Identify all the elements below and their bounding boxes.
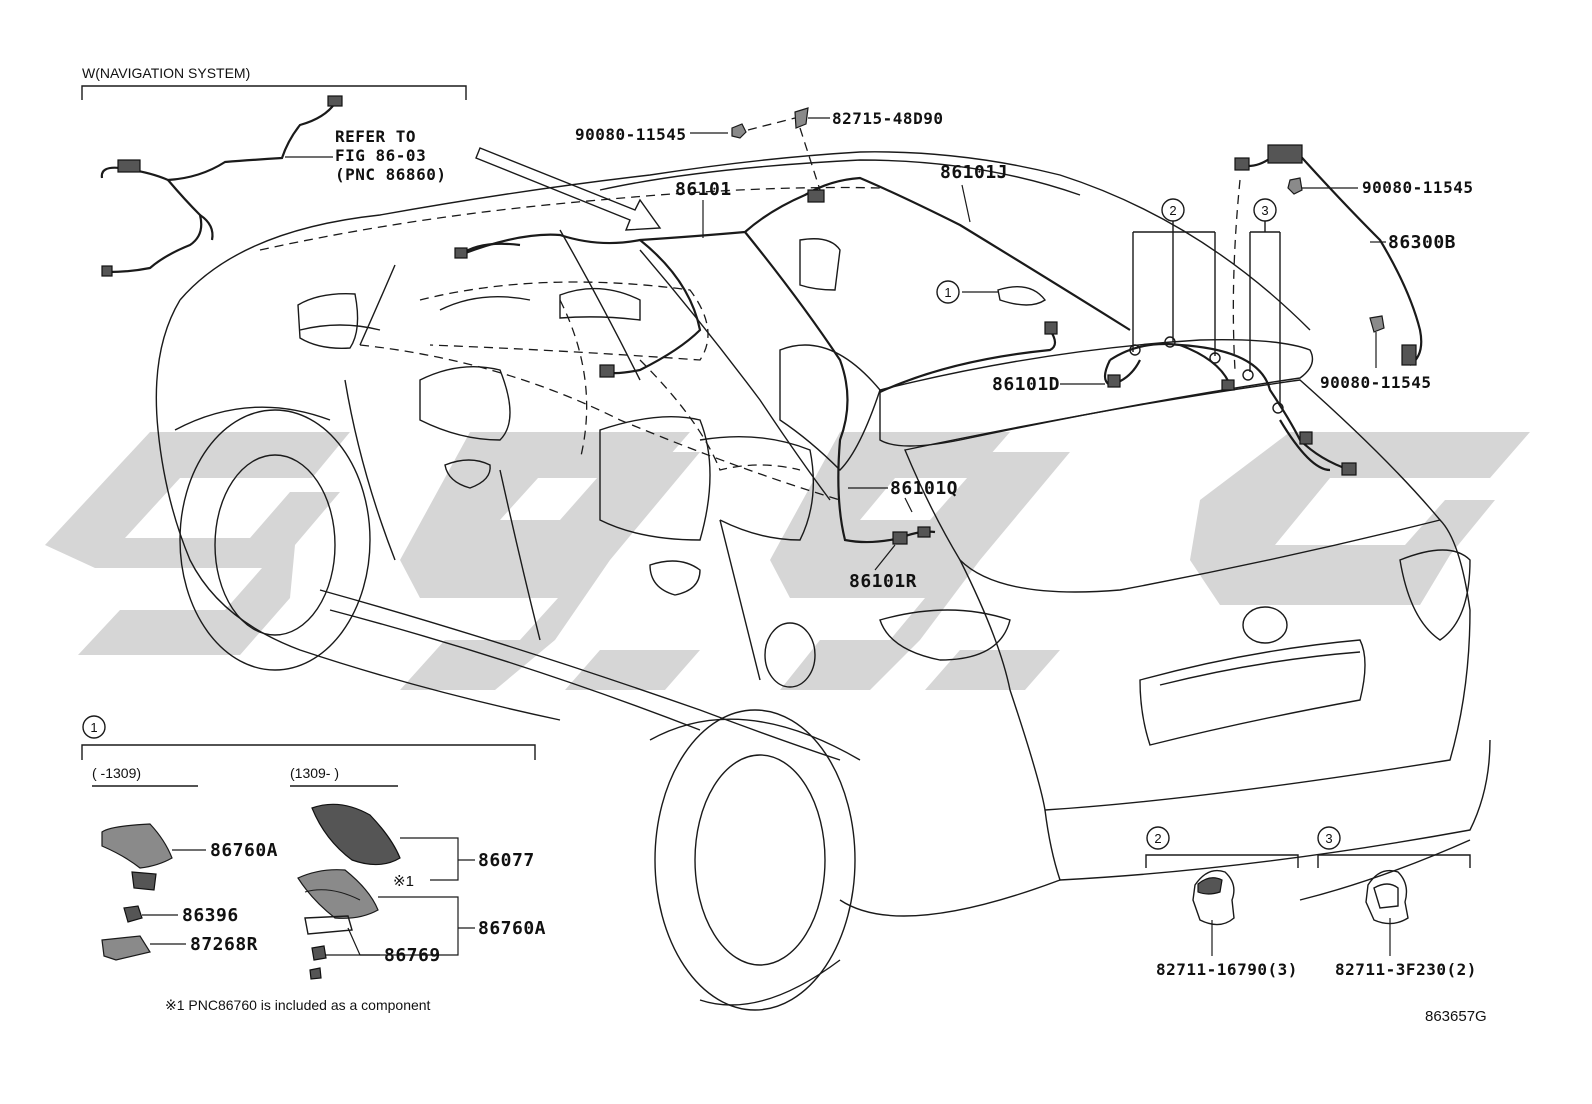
label-86101D: 86101D (992, 374, 1060, 395)
nut-86769 (311, 945, 327, 961)
label-86300B: 86300B (1388, 232, 1456, 253)
antenna-86760A-left (101, 823, 173, 869)
rear-quarter-window (779, 344, 881, 471)
label-86101Q: 86101Q (890, 478, 958, 499)
main-callouts: 1 2 3 (936, 198, 1281, 405)
detail-3: 3 82711-3F230(2) (1317, 826, 1477, 979)
nav-refer-line1: REFER TO (335, 127, 416, 146)
license-plate-area (1139, 639, 1366, 746)
nav-harness-branch (107, 179, 203, 274)
clip-82711-3F230 (1365, 869, 1409, 925)
bolt-90080-right2 (1369, 315, 1385, 333)
diagram-id: 863657G (1425, 1008, 1487, 1025)
roof-outline (179, 151, 1311, 331)
door-handle-front (444, 459, 491, 489)
svg-text:2: 2 (1154, 831, 1161, 846)
nav-connector-top (327, 95, 343, 107)
side-mirror (297, 293, 359, 349)
callout-1 (936, 280, 960, 304)
connector-86300B-top (1267, 144, 1303, 164)
direction-arrow (475, 147, 662, 231)
nav-section: W(NAVIGATION SYSTEM) REFER TO FIG 86-03 … (81, 65, 467, 277)
label-86101R: 86101R (849, 571, 917, 592)
nav-section-bracket (81, 85, 467, 100)
label-82711-3F230: 82711-3F230(2) (1335, 960, 1477, 979)
svg-text:2: 2 (1169, 203, 1176, 218)
label-86077: 86077 (478, 850, 535, 871)
svg-text:1: 1 (90, 720, 97, 735)
svg-text:3: 3 (1325, 831, 1332, 846)
label-82715-48D90: 82715-48D90 (832, 109, 943, 128)
roof-rear-panel (879, 339, 1314, 447)
nut-86396 (123, 905, 143, 923)
label-86769: 86769 (384, 945, 441, 966)
label-86760A-left: 86760A (210, 840, 278, 861)
detail-1-bracket (81, 744, 536, 760)
connector-86101R (892, 531, 908, 545)
detail-1: 1 ( -1309) (1309- ) 86760A 86396 87268R … (81, 715, 546, 1013)
tailgate (959, 519, 1471, 811)
nav-connector-left (117, 159, 141, 173)
part-labels: 90080-11545 82715-48D90 86101 86101J 900… (575, 109, 1473, 592)
label-90080-top: 90080-11545 (575, 125, 686, 144)
clip-82715 (794, 107, 809, 129)
detail-2-callout (1146, 826, 1170, 850)
front-seat (419, 366, 511, 441)
detail-1-footnote: ※1 PNC86760 is included as a component (165, 997, 431, 1013)
detail-2: 2 82711-16790(3) (1145, 826, 1299, 979)
tail-light-left (879, 609, 1011, 661)
roof-antenna-location (997, 286, 1047, 306)
roof-hardware (690, 107, 1385, 368)
harness-86300B (1294, 149, 1423, 366)
gasket-86769 (304, 915, 353, 935)
label-86101J: 86101J (940, 162, 1008, 183)
label-86396: 86396 (182, 905, 239, 926)
label-90080-right1: 90080-11545 (1362, 178, 1473, 197)
watermark-logo (45, 432, 1530, 690)
label-87268R: 87268R (190, 934, 258, 955)
antenna-harness (454, 144, 1423, 545)
rear-bumper (1044, 739, 1491, 881)
detail-1-right-range: (1309- ) (290, 765, 339, 781)
nav-section-title: W(NAVIGATION SYSTEM) (82, 65, 250, 81)
label-86760A-right: 86760A (478, 918, 546, 939)
note-mark: ※1 (393, 873, 414, 890)
antenna-86760A-right (297, 869, 379, 919)
door-handle-rear (649, 560, 701, 596)
harness-86101 (459, 176, 1131, 331)
front-body (155, 299, 561, 721)
interior-console (559, 287, 641, 321)
bolt-90080-right1 (1287, 177, 1303, 195)
rear-wheel (654, 709, 856, 1011)
fuel-door (764, 622, 816, 688)
label-82711-16790: 82711-16790(3) (1156, 960, 1298, 979)
label-86101: 86101 (675, 179, 732, 200)
tail-light-right (1399, 549, 1471, 641)
detail-1-callout (82, 715, 106, 739)
detail-3-callout (1317, 826, 1341, 850)
nav-connector-bottom (101, 265, 113, 277)
harness-86101Q (744, 231, 901, 544)
detail-3-bracket (1317, 854, 1471, 868)
front-wheel (179, 409, 371, 671)
detail-1-left-range: ( -1309) (92, 765, 141, 781)
label-90080-right2: 90080-11545 (1320, 373, 1431, 392)
rear-emblem (1242, 606, 1288, 644)
svg-text:3: 3 (1261, 203, 1268, 218)
harness-86101-branch (604, 239, 702, 375)
bolt-90080-top (731, 123, 747, 139)
connector-86300B-bottom (1401, 344, 1417, 366)
harness-86101D (1109, 342, 1232, 386)
nav-refer-line2: FIG 86-03 (335, 146, 426, 165)
nav-refer-line3: (PNC 86860) (335, 165, 446, 184)
antenna-86077 (311, 803, 401, 866)
side-sill (319, 589, 841, 761)
detail-2-bracket (1145, 854, 1299, 868)
rear-seat (599, 415, 711, 541)
vehicle-outline (155, 147, 1491, 1011)
bracket-87268R (101, 935, 151, 961)
svg-text:1: 1 (944, 285, 951, 300)
